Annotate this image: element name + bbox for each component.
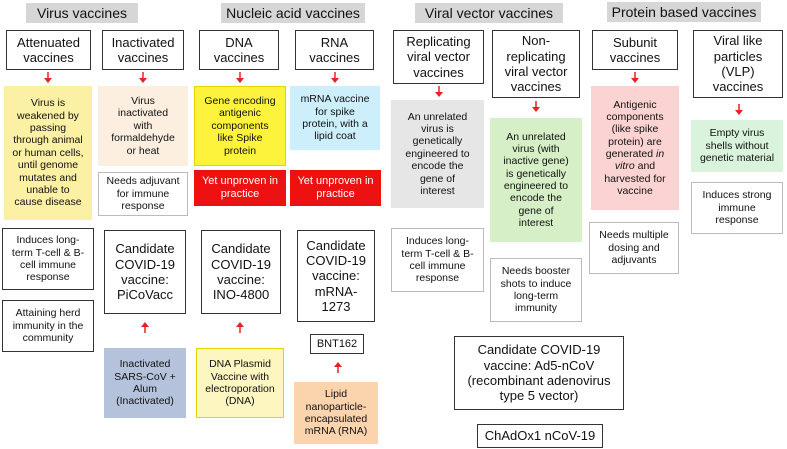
header-viral-vector-vaccines: Viral vector vaccines [415,3,563,23]
dna-unproven-note: Yet unproven in practice [194,170,286,206]
vlp-vaccines-title: Viral like particles (VLP) vaccines [693,30,783,98]
rna-vaccines-title: RNA vaccines [295,30,374,70]
non-replicating-booster-note: Needs booster shots to induce long-term … [490,258,582,322]
dna-vaccines-title: DNA vaccines [199,30,279,70]
arrow-down-icon [531,101,541,112]
header-virus-vaccines: Virus vaccines [26,3,138,23]
arrow-down-icon [235,72,245,83]
arrow-down-icon [138,72,148,83]
candidate-picovacc: Candidate COVID-19 vaccine: PiCoVacc [104,230,186,314]
attenuated-description: Virus is weakened by passing through ani… [4,86,92,220]
candidate-mrna-1273: Candidate COVID-19 vaccine: mRNA- 1273 [297,230,375,322]
inactivated-description: Virus inactivated with formaldehyde or h… [98,86,188,166]
header-nucleic-acid-vaccines: Nucleic acid vaccines [221,3,365,23]
dna-description: Gene encoding antigenic components like … [194,86,286,166]
replicating-immune-note: Induces long- term T-cell & B- cell immu… [391,228,484,292]
platform-inactivated-alum: Inactivated SARS-CoV + Alum (Inactivated… [104,348,186,418]
replicating-viral-vector-title: Replicating viral vector vaccines [393,30,484,84]
rna-description: mRNA vaccine for spike protein, with a l… [290,86,380,150]
inactivated-adjuvant-note: Needs adjuvant for immune response [98,172,188,216]
inactivated-vaccines-title: Inactivated vaccines [102,30,184,70]
subunit-dosing-note: Needs multiple dosing and adjuvants [589,222,679,274]
arrow-down-icon [630,72,640,83]
rna-unproven-note: Yet unproven in practice [290,170,381,206]
subunit-desc-pre: Antigenic components (like spike protein… [605,98,664,161]
platform-lipid-nanoparticle: Lipid nanoparticle- encapsulated mRNA (R… [294,382,378,444]
vlp-immune-note: Induces strong immune response [691,182,783,234]
attenuated-immune-note: Induces long- term T-cell & B- cell immu… [2,228,94,290]
arrow-down-icon [434,86,444,97]
vlp-description: Empty virus shells without genetic mater… [691,120,783,172]
arrow-up-icon [333,362,343,373]
candidate-bnt162: BNT162 [310,334,364,354]
header-protein-based-vaccines: Protein based vaccines [607,2,761,22]
non-replicating-viral-vector-title: Non- replicating viral vector vaccines [492,30,580,98]
attenuated-herd-note: Attaining herd immunity in the community [2,300,94,352]
arrow-up-icon [235,322,245,333]
candidate-chadox1: ChAdOx1 nCoV-19 [477,424,603,448]
subunit-vaccines-title: Subunit vaccines [592,30,678,70]
arrow-down-icon [330,72,340,83]
attenuated-vaccines-title: Attenuated vaccines [6,30,91,70]
platform-dna-plasmid: DNA Plasmid Vaccine with electroporation… [196,348,284,418]
subunit-desc-italic: in vitro [614,148,665,173]
subunit-desc-post: and harvested for vaccine [604,160,666,198]
non-replicating-description: An unrelated virus (with inactive gene) … [490,118,582,242]
candidate-ad5-ncov: Candidate COVID-19 vaccine: Ad5-nCoV (re… [454,336,624,410]
arrow-down-icon [43,72,53,83]
arrow-down-icon [734,104,744,115]
arrow-up-icon [140,322,150,333]
candidate-ino-4800: Candidate COVID-19 vaccine: INO-4800 [201,230,281,314]
replicating-description: An unrelated virus is genetically engine… [391,100,484,208]
subunit-description: Antigenic components (like spike protein… [591,86,679,210]
